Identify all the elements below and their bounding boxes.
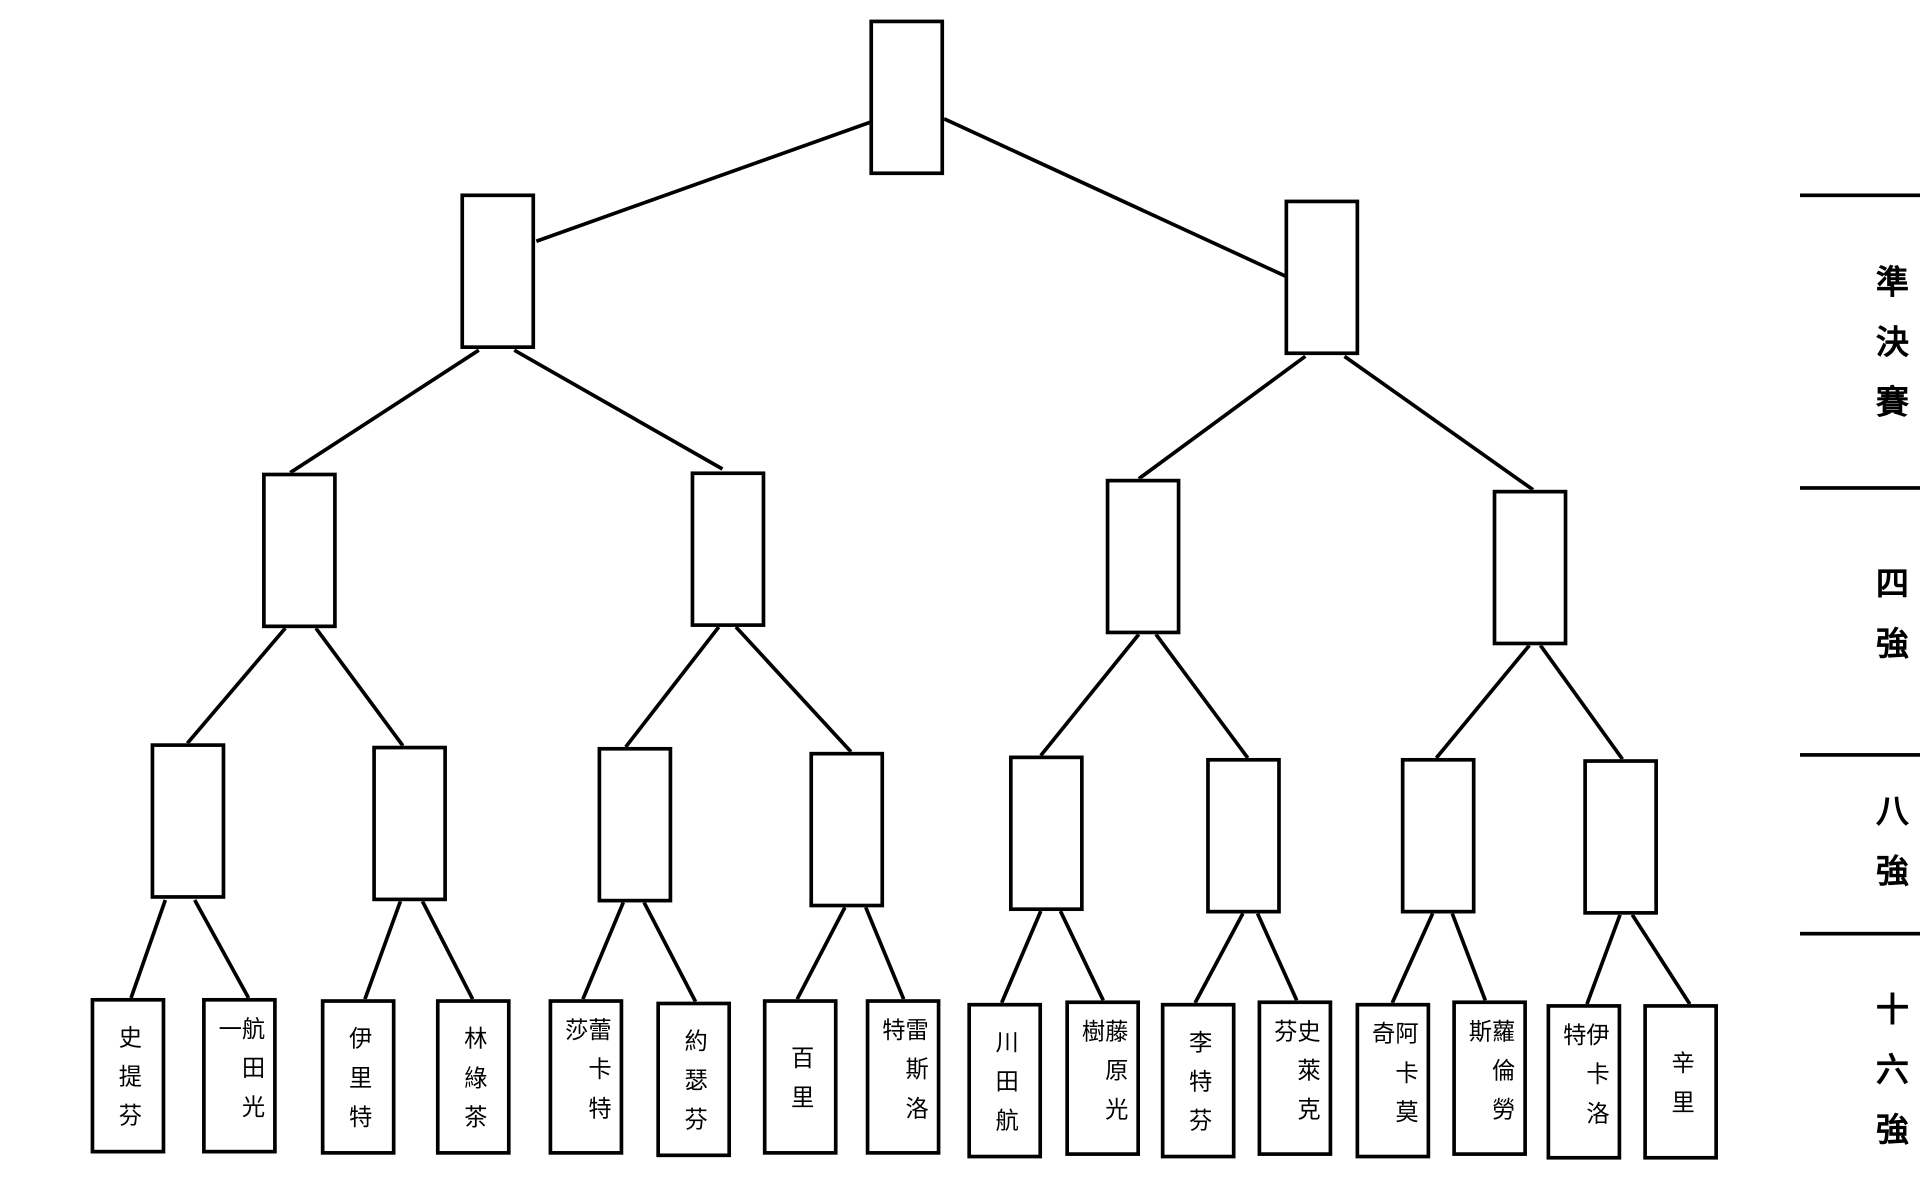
round-divider bbox=[1800, 486, 1920, 490]
quarterfinal-slot bbox=[262, 472, 337, 629]
participant-name: 林綠茶 bbox=[460, 1025, 488, 1144]
participant-name: 蕾卡特莎 bbox=[561, 1017, 612, 1136]
round-of-8-slot bbox=[809, 751, 885, 908]
participant-box: 辛里 bbox=[1643, 1004, 1718, 1160]
round-of-8-slot bbox=[372, 745, 447, 902]
participant-box: 林綠茶 bbox=[435, 999, 511, 1155]
participant-name: 航田光一 bbox=[214, 1016, 266, 1134]
round-label-round-of-16: 十六強 bbox=[1869, 991, 1908, 1172]
participant-box: 李特芬 bbox=[1160, 1002, 1236, 1159]
round-label-semifinal: 準決賽 bbox=[1869, 264, 1908, 445]
quarterfinal-slot bbox=[690, 471, 766, 627]
participant-name: 辛里 bbox=[1667, 1050, 1695, 1129]
participant-box: 蕾卡特莎 bbox=[548, 999, 624, 1155]
final-slot bbox=[869, 19, 945, 176]
round-divider bbox=[1800, 193, 1920, 198]
participant-box: 航田光一 bbox=[202, 997, 277, 1154]
participant-box: 藤原光樹 bbox=[1065, 1000, 1141, 1156]
round-of-8-slot bbox=[150, 743, 226, 899]
participant-name: 伊里特 bbox=[345, 1025, 373, 1144]
participant-box: 蘿倫勞斯 bbox=[1452, 1000, 1527, 1156]
quarterfinal-slot bbox=[1492, 489, 1568, 646]
participant-box: 史萊克芬 bbox=[1257, 1000, 1333, 1156]
round-divider bbox=[1800, 753, 1920, 757]
round-label-quarterfinal: 四強 bbox=[1869, 565, 1908, 686]
participant-box: 約瑟芬 bbox=[656, 1001, 732, 1158]
participant-box: 川田航 bbox=[967, 1002, 1043, 1159]
round-of-8-slot bbox=[597, 746, 673, 903]
semifinal-slot bbox=[460, 193, 536, 349]
participant-name: 百里 bbox=[787, 1045, 815, 1124]
participant-name: 雷斯洛特 bbox=[878, 1017, 929, 1136]
participant-box: 百里 bbox=[762, 999, 838, 1155]
participant-box: 伊卡洛特 bbox=[1546, 1004, 1622, 1160]
participant-name: 約瑟芬 bbox=[680, 1027, 708, 1146]
participant-name: 李特芬 bbox=[1185, 1029, 1213, 1147]
participant-name: 川田航 bbox=[991, 1029, 1019, 1147]
semifinal-slot bbox=[1284, 199, 1360, 356]
participant-box: 史提芬 bbox=[90, 997, 166, 1154]
participant-box: 伊里特 bbox=[320, 999, 396, 1155]
round-of-8-slot bbox=[1400, 757, 1476, 914]
quarterfinal-slot bbox=[1105, 478, 1181, 635]
participant-box: 雷斯洛特 bbox=[865, 999, 941, 1155]
round-of-8-slot bbox=[1583, 759, 1658, 915]
round-of-8-slot bbox=[1206, 757, 1281, 914]
participant-name: 史提芬 bbox=[115, 1024, 143, 1142]
participant-name: 伊卡洛特 bbox=[1559, 1022, 1610, 1141]
participant-name: 蘿倫勞斯 bbox=[1465, 1018, 1516, 1137]
round-label-round-of-8: 八強 bbox=[1869, 793, 1908, 914]
round-of-8-slot bbox=[1008, 755, 1084, 912]
participant-name: 史萊克芬 bbox=[1270, 1018, 1321, 1137]
participant-name: 阿卡莫奇 bbox=[1368, 1021, 1419, 1139]
participant-name: 藤原光樹 bbox=[1078, 1018, 1129, 1137]
round-divider bbox=[1800, 931, 1920, 936]
participant-box: 阿卡莫奇 bbox=[1355, 1002, 1431, 1159]
